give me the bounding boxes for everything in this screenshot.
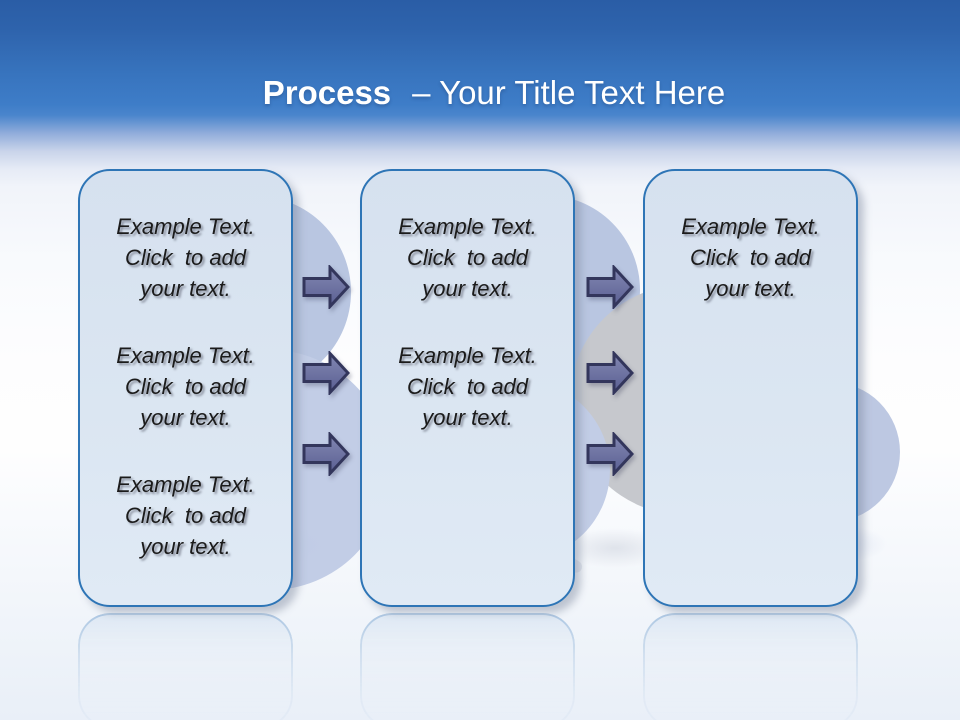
right-arrow-icon [302,265,350,309]
right-arrow-icon [302,351,350,395]
placeholder-text[interactable]: Example Text. Click to add your text. [681,214,820,301]
right-arrow-icon [586,265,634,309]
right-arrow-icon [586,432,634,476]
placeholder-text[interactable]: Example Text. Click to add your text. [116,343,255,430]
placeholder-text[interactable]: Example Text. Click to add your text. [398,343,537,430]
right-arrow-icon [302,432,350,476]
slide-title[interactable]: Process – Your Title Text Here [14,72,960,114]
placeholder-text[interactable]: Example Text. Click to add your text. [116,214,255,301]
title-emphasis: Process [262,74,392,112]
placeholder-text[interactable]: Example Text. Click to add your text. [398,214,537,301]
right-arrow-icon [586,351,634,395]
box-reflection [78,613,293,720]
process-step-3-box[interactable]: Example Text. Click to add your text. [643,169,858,607]
process-step-2-box[interactable]: Example Text. Click to add your text. Ex… [360,169,575,607]
box-reflection [360,613,575,720]
box-reflection [643,613,858,720]
process-step-1-box[interactable]: Example Text. Click to add your text. Ex… [78,169,293,607]
title-text: – Your Title Text Here [412,74,726,112]
placeholder-text[interactable]: Example Text. Click to add your text. [116,472,255,559]
